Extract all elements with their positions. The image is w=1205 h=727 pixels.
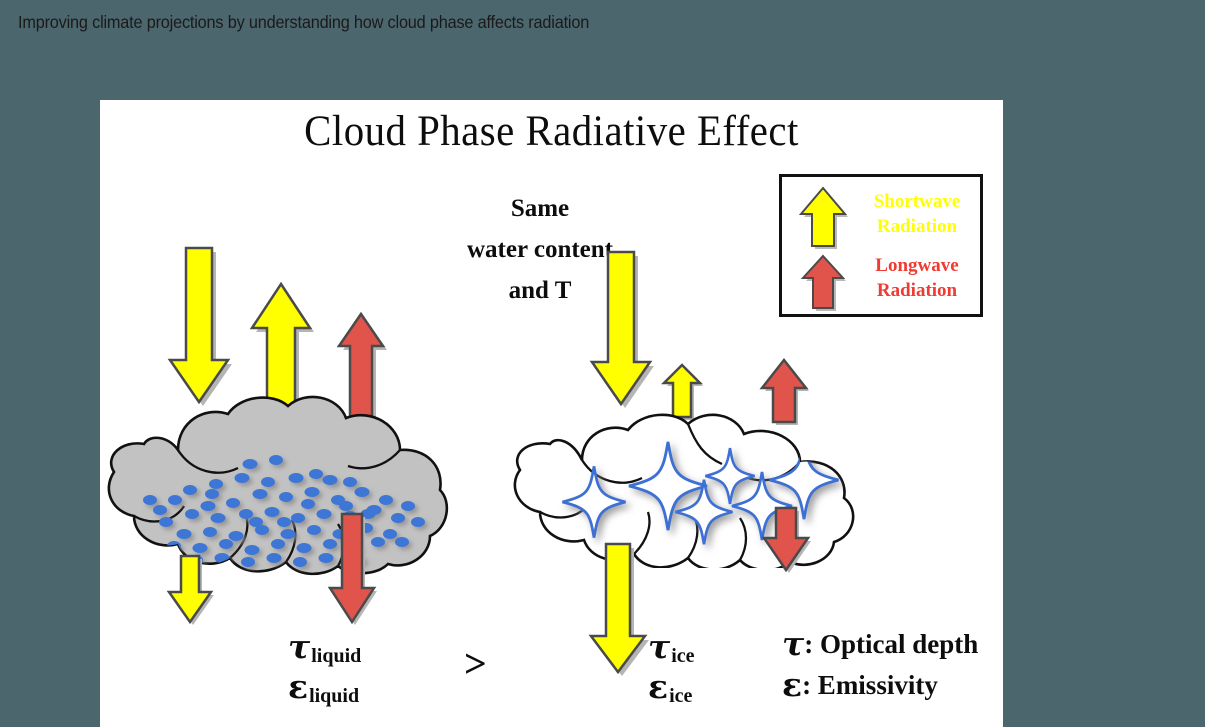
arrow-ice-sw-incoming	[586, 250, 656, 410]
tau-definition: τ: Optical depth	[782, 624, 978, 663]
legend-label-shortwave-line2: Radiation	[876, 216, 958, 237]
ice-cloud	[508, 408, 878, 568]
epsilon-glyph: ɛ	[648, 667, 669, 706]
tau-ice-subscript: ice	[671, 645, 695, 667]
same-conditions-caption: Same water content and T	[430, 188, 650, 311]
arrow-ice-lw-up	[757, 357, 811, 425]
epsilon-liquid-symbol: ɛliquid	[288, 667, 360, 707]
arrow-liquid-lw-down	[325, 512, 379, 626]
arrow-liquid-lw-up	[335, 311, 387, 436]
legend-label-longwave-line2: Radiation	[876, 280, 958, 301]
epsilon-glyph: ɛ	[288, 667, 309, 706]
arrow-liquid-sw-transmitted	[165, 554, 215, 626]
epsilon-ice-symbol: ɛice	[648, 667, 693, 707]
arrow-ice-sw-reflected	[660, 363, 704, 420]
legend-label-longwave-line1: Longwave	[875, 255, 959, 276]
epsilon-ice-subscript: ice	[669, 685, 693, 707]
caption-line-2: water content	[466, 236, 614, 263]
page-title: Improving climate projections by underst…	[18, 12, 590, 32]
epsilon-liquid-subscript: liquid	[309, 685, 360, 707]
epsilon-definition-text: : Emissivity	[802, 670, 938, 700]
tau-definition-text: : Optical depth	[804, 629, 979, 659]
legend-label-longwave: Longwave Radiation	[852, 253, 982, 303]
caption-line-3: and T	[508, 277, 572, 304]
arrow-liquid-sw-incoming	[164, 246, 234, 408]
epsilon-glyph: ɛ	[782, 665, 803, 704]
tau-liquid-symbol: τliquid	[288, 627, 362, 667]
figure-panel: Cloud Phase Radiative Effect Same water …	[100, 100, 1003, 727]
legend-label-shortwave: Shortwave Radiation	[852, 189, 982, 239]
up-arrow-icon	[798, 183, 850, 251]
up-arrow-icon	[798, 247, 850, 315]
tau-glyph: τ	[782, 624, 805, 663]
greater-than-symbol: >	[464, 641, 487, 686]
tau-glyph: τ	[288, 627, 311, 666]
caption-line-1: Same	[510, 195, 570, 222]
water-droplet-icon	[143, 455, 425, 567]
tau-liquid-subscript: liquid	[311, 645, 362, 667]
tau-ice-symbol: τice	[648, 627, 695, 667]
figure-heading: Cloud Phase Radiative Effect	[304, 108, 799, 155]
arrow-ice-lw-down	[761, 506, 811, 574]
legend-entry-longwave: Longwave Radiation	[782, 247, 986, 315]
arrow-ice-sw-transmitted	[585, 542, 651, 676]
legend: Shortwave Radiation Longwave Radiation	[779, 174, 983, 317]
liquid-cloud	[100, 394, 456, 576]
legend-entry-shortwave: Shortwave Radiation	[782, 183, 986, 251]
epsilon-definition: ɛ: Emissivity	[782, 665, 938, 704]
ice-crystal-icon	[562, 440, 839, 545]
legend-label-shortwave-line1: Shortwave	[873, 191, 961, 212]
tau-glyph: τ	[648, 627, 671, 666]
